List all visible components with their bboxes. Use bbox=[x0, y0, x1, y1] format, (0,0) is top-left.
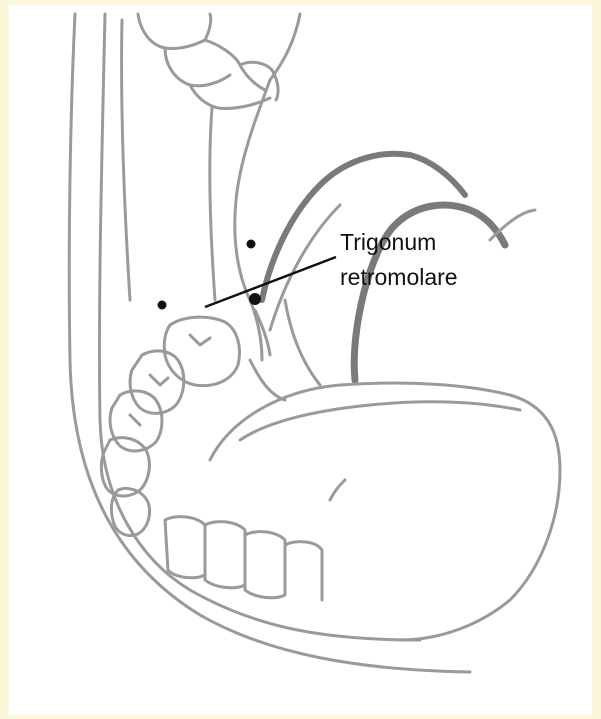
pterygomandibular-fold-inner bbox=[210, 108, 215, 300]
inner-cheek-contour bbox=[122, 20, 130, 300]
marker-dot bbox=[158, 301, 167, 310]
lower-molars bbox=[101, 317, 239, 535]
tongue-midline bbox=[330, 480, 345, 500]
tongue-outline bbox=[210, 383, 560, 640]
uvula-tip bbox=[490, 210, 535, 240]
shading-stroke bbox=[250, 360, 285, 400]
marker-dot bbox=[249, 293, 261, 305]
label-trigonum: Trigonum bbox=[340, 228, 436, 256]
upper-teeth bbox=[138, 14, 278, 108]
outer-jaw-contour bbox=[69, 14, 470, 672]
tongue-inner-line bbox=[240, 402, 520, 440]
label-retromolare: retromolare bbox=[340, 263, 458, 291]
marker-dot bbox=[247, 240, 256, 249]
tonsillar-pillar bbox=[285, 300, 320, 385]
